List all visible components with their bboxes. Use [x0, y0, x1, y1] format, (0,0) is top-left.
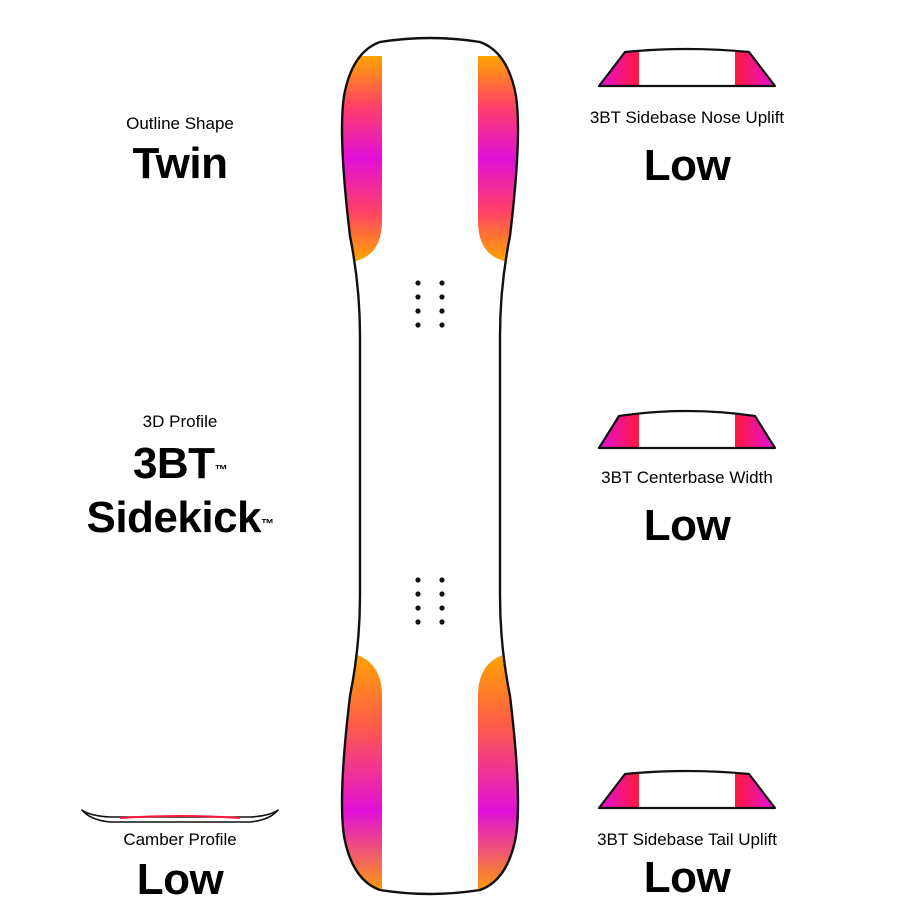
tail-uplift-label: 3BT Sidebase Tail Uplift [597, 830, 777, 849]
camber-profile-icon [81, 809, 279, 823]
trademark-symbol: ™ [261, 516, 274, 531]
3d-profile-value-line2: Sidekick™ [86, 493, 274, 542]
tail-uplift-value: Low [643, 853, 731, 902]
3d-profile-spec: 3D Profile 3BT™ Sidekick™ [60, 412, 300, 542]
nose-uplift-value: Low [643, 141, 731, 190]
rail-graphic-bottom-right [478, 654, 518, 894]
board-outline [340, 36, 520, 896]
camber-profile-value: Low [136, 855, 224, 904]
snowboard-graphic [340, 36, 520, 896]
rail-graphic-top-left [342, 56, 382, 261]
centerbase-width-label: 3BT Centerbase Width [601, 468, 773, 487]
nose-uplift-label: 3BT Sidebase Nose Uplift [589, 108, 785, 127]
outline-shape-spec: Outline Shape Twin [80, 114, 280, 188]
nose-uplift-icon [597, 47, 777, 88]
camber-profile-spec: Camber Profile Low [80, 830, 280, 904]
3d-profile-label: 3D Profile [142, 412, 218, 431]
binding-inserts-rear [415, 577, 445, 625]
tail-uplift-icon [597, 769, 777, 810]
nose-uplift-spec: 3BT Sidebase Nose Uplift Low [557, 108, 817, 190]
centerbase-width-value: Low [643, 501, 731, 550]
rail-graphic-bottom-left [342, 654, 382, 894]
tail-uplift-spec: 3BT Sidebase Tail Uplift Low [557, 830, 817, 902]
centerbase-width-icon [597, 409, 777, 450]
rail-graphic-top-right [478, 56, 518, 261]
camber-profile-label: Camber Profile [123, 830, 237, 849]
trademark-symbol: ™ [214, 462, 228, 477]
3d-profile-value-line1: 3BT™ [132, 439, 228, 488]
outline-shape-label: Outline Shape [126, 114, 234, 133]
centerbase-width-spec: 3BT Centerbase Width Low [557, 468, 817, 550]
outline-shape-value: Twin [132, 139, 228, 188]
binding-inserts-front [415, 280, 445, 328]
